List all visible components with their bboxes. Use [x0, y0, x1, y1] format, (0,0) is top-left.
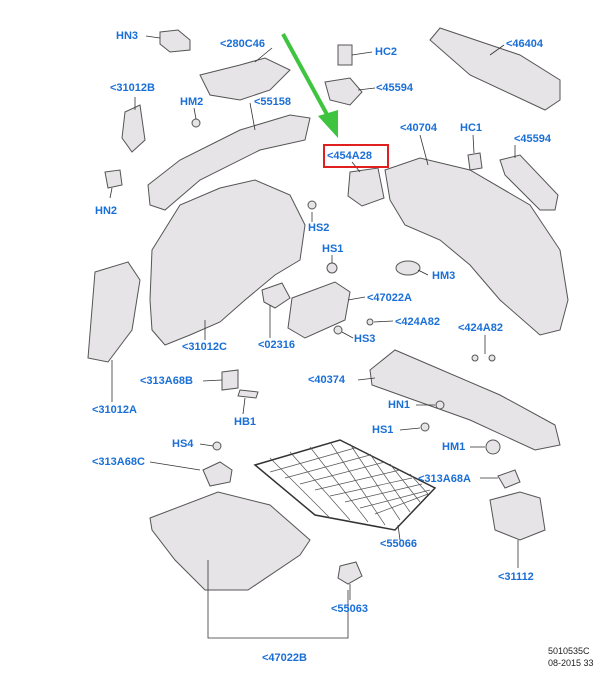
hn2-clip — [104, 169, 123, 189]
trim-55158 — [147, 114, 311, 211]
part-45594-top — [324, 77, 363, 106]
bracket-31012b — [121, 104, 146, 153]
load-cover-47022b — [149, 491, 311, 591]
footer-code: 5010535C — [548, 646, 590, 656]
label-hs1: HS1 — [322, 243, 344, 255]
label-hs2: HS2 — [308, 222, 330, 234]
424a82-clip-a — [471, 354, 479, 362]
pillar-31012a — [87, 261, 141, 363]
label-46404: <46404 — [506, 38, 544, 50]
label-424a82-mid: <424A82 — [395, 316, 440, 328]
label-hb1: HB1 — [234, 416, 257, 428]
label-hs4: HS4 — [172, 438, 194, 450]
bracket-31112 — [489, 491, 546, 541]
label-454a28: <454A28 — [327, 150, 372, 162]
hn1-nut — [435, 400, 445, 410]
hs1-lower-screw — [420, 422, 430, 432]
label-hs3: HS3 — [354, 333, 376, 345]
hm1-pin — [485, 439, 501, 455]
label-hm3: HM3 — [432, 270, 456, 282]
label-02316: <02316 — [258, 339, 296, 351]
hm2-pin — [191, 118, 201, 128]
bracket-280c46 — [199, 57, 291, 101]
hn3-clip — [159, 29, 191, 53]
label-hc1: HC1 — [460, 122, 483, 134]
hs4-screw — [212, 441, 222, 451]
label-47022b: <47022B — [262, 652, 307, 664]
label-31012b: <31012B — [110, 82, 155, 94]
label-hm2: HM2 — [180, 96, 204, 108]
label-313a68a: <313A68A — [418, 473, 471, 485]
label-31012a: <31012A — [92, 404, 137, 416]
label-45594-right: <45594 — [514, 133, 552, 145]
part-454a28 — [347, 167, 385, 207]
panel-46404 — [429, 27, 561, 111]
label-55158: <55158 — [254, 96, 292, 108]
label-hc2: HC2 — [375, 46, 398, 58]
label-hm1: HM1 — [442, 441, 466, 453]
hm3-pin — [395, 260, 421, 276]
label-40704: <40704 — [400, 122, 438, 134]
label-hn2: HN2 — [95, 205, 118, 217]
hs3-screw — [333, 325, 343, 335]
part-45594-right — [499, 154, 559, 211]
label-424a82-right: <424A82 — [458, 322, 503, 334]
label-313a68c: <313A68C — [92, 456, 145, 468]
label-55063: <55063 — [331, 603, 369, 615]
label-hn1: HN1 — [388, 399, 411, 411]
hs2-screw — [307, 200, 317, 210]
label-313a68b: <313A68B — [140, 375, 193, 387]
424a82-clip-b — [488, 354, 496, 362]
424a82-clip-mid — [366, 318, 374, 326]
label-55066: <55066 — [380, 538, 418, 550]
label-31112: <31112 — [498, 571, 534, 583]
label-45594-top: <45594 — [376, 82, 414, 94]
label-31012c: <31012C — [182, 341, 227, 353]
label-hs1-lower: HS1 — [372, 424, 394, 436]
hook-02316 — [261, 282, 291, 309]
trim-31012c — [149, 179, 306, 346]
hs1-screw — [326, 262, 338, 274]
hook-313a68b — [221, 369, 239, 391]
hb1-bolt — [237, 389, 259, 399]
label-hn3: HN3 — [116, 30, 139, 42]
label-40374: <40374 — [308, 374, 346, 386]
bracket-313a68c — [202, 461, 233, 487]
hc1-clip — [467, 152, 483, 171]
label-47022a: <47022A — [367, 292, 412, 304]
green-arrow — [281, 33, 338, 138]
cargo-net-55066 — [253, 439, 437, 531]
panel-40704 — [384, 157, 569, 336]
end-cap-55063 — [337, 561, 363, 585]
block-47022a — [287, 281, 351, 339]
leader-lines — [109, 35, 519, 639]
scuff-plate-40374 — [369, 349, 561, 451]
label-280c46: <280C46 — [220, 38, 265, 50]
hc2-clip — [337, 44, 353, 66]
clip-313a68a — [497, 469, 521, 489]
highlight-box — [323, 144, 389, 168]
footer-date: 08-2015 33 — [548, 658, 594, 668]
